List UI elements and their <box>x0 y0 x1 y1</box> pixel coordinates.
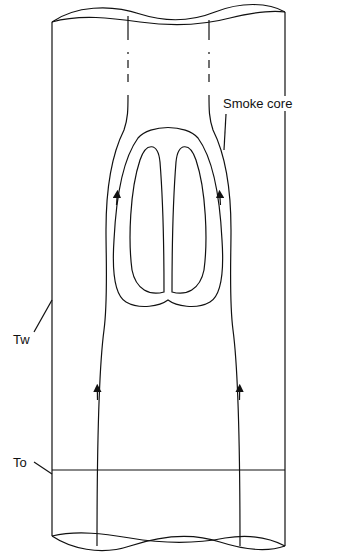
pipe-break <box>52 11 285 24</box>
callout-label: Smoke core <box>222 96 293 111</box>
streamline <box>127 52 128 82</box>
leader-line <box>34 462 52 474</box>
streamline <box>97 95 128 546</box>
flow-arrow <box>116 194 118 205</box>
vortex-loop <box>172 147 206 293</box>
streamline <box>208 52 209 82</box>
streamline <box>208 20 209 40</box>
pipe-wall <box>284 12 285 546</box>
flow-arrow <box>97 388 98 400</box>
temperature-label: Tw <box>12 332 31 347</box>
pipe-break <box>52 536 285 551</box>
smoke-core-outline <box>113 128 222 307</box>
leader-line <box>224 114 226 150</box>
streamline <box>127 16 128 40</box>
pipe-wall <box>51 22 52 536</box>
pipe-break <box>52 533 285 546</box>
temperature-label: To <box>12 455 28 470</box>
vortex-loop <box>130 147 164 293</box>
flow-arrow <box>239 388 240 400</box>
leader-line <box>34 300 52 332</box>
flow-arrow <box>219 194 221 205</box>
streamline <box>209 95 240 546</box>
section-line <box>52 469 285 470</box>
